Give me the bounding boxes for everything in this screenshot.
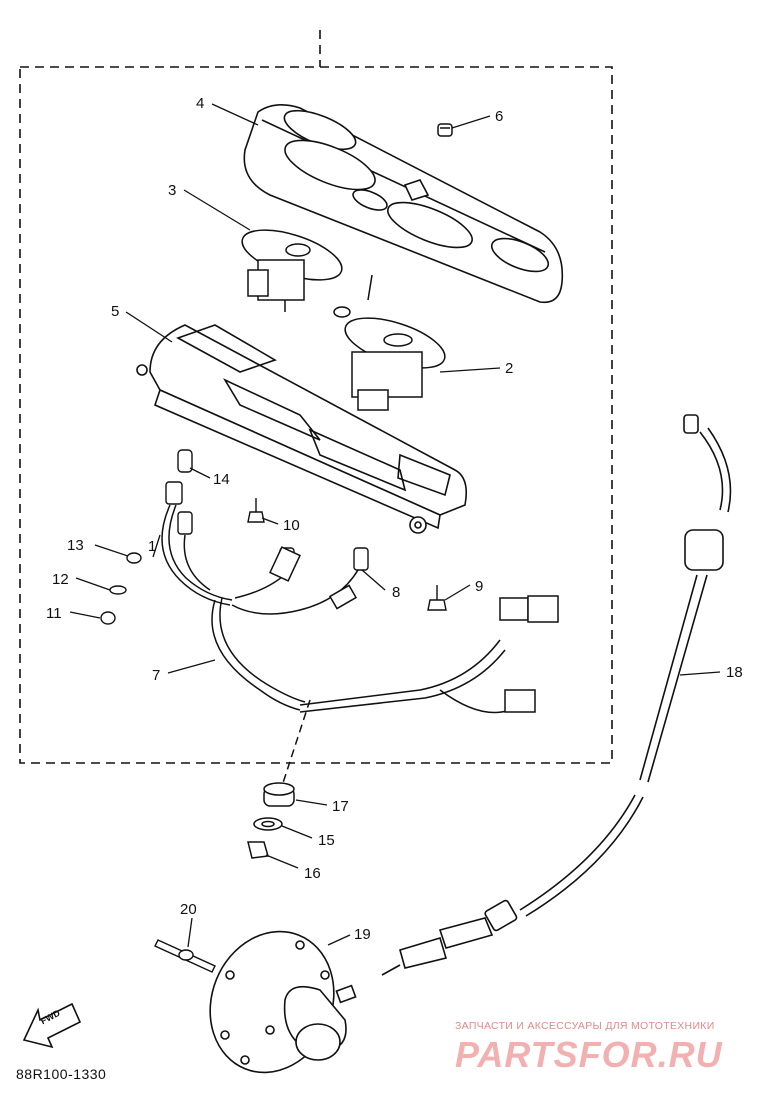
screw — [427, 585, 447, 611]
callout-6: 6 — [495, 108, 503, 125]
callout-8: 8 — [392, 584, 400, 601]
callout-12: 12 — [52, 571, 69, 588]
grommet-stack — [247, 699, 311, 859]
callout-10: 10 — [283, 517, 300, 534]
callout-5: 5 — [111, 303, 119, 320]
meter-cover — [243, 104, 564, 304]
callout-14: 14 — [213, 471, 230, 488]
leader-lines — [69, 103, 721, 948]
small-grommets — [100, 552, 142, 625]
pin — [154, 939, 216, 973]
right-gauge — [333, 274, 446, 411]
callout-17: 17 — [332, 798, 349, 815]
cap — [437, 123, 453, 137]
drawing-code: 88R100-1330 — [16, 1066, 107, 1082]
meter-case — [136, 324, 468, 534]
callout-13: 13 — [67, 537, 84, 554]
bolt — [247, 498, 265, 523]
callout-1: 1 — [148, 538, 156, 555]
callouts: 4 6 3 5 2 14 10 1 13 12 11 8 9 7 18 17 1… — [46, 95, 743, 943]
watermark-tagline: ЗАПЧАСТИ И АКСЕССУАРЫ ДЛЯ МОТОТЕХНИКИ — [455, 1020, 715, 1032]
callout-19: 19 — [354, 926, 371, 943]
speedometer-cable — [381, 414, 732, 976]
watermark-brand: PARTSFOR.RU — [455, 1034, 723, 1075]
callout-20: 20 — [180, 901, 197, 918]
callout-7: 7 — [152, 667, 160, 684]
callout-11: 11 — [46, 605, 62, 622]
callout-18: 18 — [726, 664, 743, 681]
speedometer-drive — [209, 930, 357, 1074]
callout-15: 15 — [318, 832, 335, 849]
callout-16: 16 — [304, 865, 321, 882]
callout-4: 4 — [196, 95, 204, 112]
callout-9: 9 — [475, 578, 483, 595]
callout-3: 3 — [168, 182, 176, 199]
wire-harness — [161, 504, 559, 714]
assembly-frame — [19, 30, 613, 764]
fwd-arrow-icon — [22, 1002, 82, 1049]
callout-2: 2 — [505, 360, 513, 377]
left-gauge — [241, 229, 343, 312]
